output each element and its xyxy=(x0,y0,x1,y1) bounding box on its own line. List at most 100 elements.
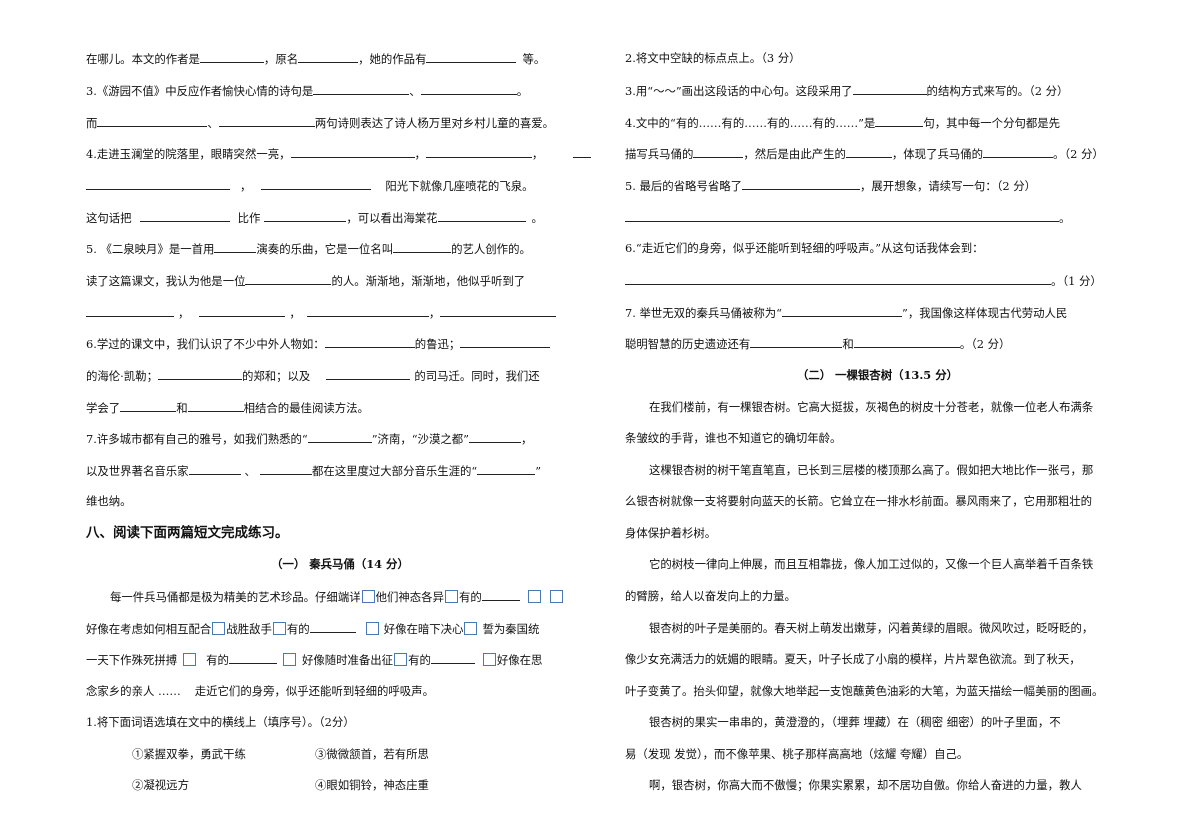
answer-blank[interactable] xyxy=(875,115,924,127)
punctuation-box[interactable] xyxy=(365,622,379,635)
text: 5. 《二泉映月》是一首用 xyxy=(86,242,215,256)
text: ， xyxy=(178,306,190,320)
answer-blank[interactable] xyxy=(214,241,257,253)
answer-blank[interactable] xyxy=(625,210,1059,222)
text-line: ，阳光下就像几座喷花的飞泉。 xyxy=(86,178,534,193)
answer-blank[interactable] xyxy=(86,178,230,190)
punctuation-box[interactable] xyxy=(464,622,478,635)
answer-blank[interactable] xyxy=(625,273,1051,285)
answer-blank[interactable] xyxy=(259,463,312,475)
text: 、 xyxy=(207,116,219,130)
text: 有的 xyxy=(408,653,431,667)
answer-blank[interactable] xyxy=(430,652,475,664)
answer-blank[interactable] xyxy=(86,305,174,317)
punctuation-box[interactable] xyxy=(549,590,563,603)
answer-blank[interactable] xyxy=(477,463,536,475)
text: 。（1 分） xyxy=(1051,274,1102,288)
answer-blank[interactable] xyxy=(264,210,347,222)
text: 一天下作殊死拼搏 xyxy=(86,653,178,667)
answer-blank[interactable] xyxy=(228,652,277,664)
text: ， xyxy=(289,306,301,320)
answer-blank[interactable] xyxy=(309,621,356,633)
text: 学会了 xyxy=(86,401,121,415)
answer-blank[interactable] xyxy=(460,336,551,348)
passage-line: 念家乡的亲人 ……走近它们的身旁，似乎还能听到轻细的呼吸声。 xyxy=(86,684,434,698)
answer-blank[interactable] xyxy=(298,51,359,63)
question-5: 5. 最后的省略号省略了，展开想象，请续写一句：（2 分） xyxy=(625,178,1036,193)
option-3: ③微微颔首，若有所思 xyxy=(315,747,429,761)
text: 和 xyxy=(842,337,854,351)
punctuation-box[interactable] xyxy=(272,622,286,635)
text-line: 这句话把比作，可以看出海棠花。 xyxy=(86,210,543,225)
punctuation-box[interactable] xyxy=(482,653,496,666)
answer-blank[interactable] xyxy=(324,336,415,348)
answer-blank[interactable] xyxy=(326,368,411,380)
answer-blank[interactable] xyxy=(468,431,521,443)
text-line: 读了这篇课文，我认为他是一位 的人。渐渐地，渐渐地，他似乎听到了 xyxy=(86,273,525,288)
answer-blank[interactable] xyxy=(187,400,244,412)
answer-blank[interactable] xyxy=(782,305,903,317)
passage-line: 条皱纹的手背，谁也不知道它的确切年龄。 xyxy=(625,431,842,445)
answer-blank[interactable] xyxy=(306,305,429,317)
answer-blank[interactable] xyxy=(261,178,372,190)
answer-blank[interactable] xyxy=(437,210,526,222)
text: 的海伦·凯勒； xyxy=(86,369,158,383)
passage-title: （一） 秦兵马俑（14 分） xyxy=(271,557,409,571)
text-line: 描写兵马俑的，然后是由此产生的，体现了兵马俑的。（2 分） xyxy=(625,146,1104,161)
answer-blank[interactable] xyxy=(393,241,452,253)
answer-blank[interactable] xyxy=(120,400,177,412)
text: 在哪儿。本文的作者是 xyxy=(86,52,200,66)
text: 演奏的乐曲，它是一位名叫 xyxy=(256,242,394,256)
text: 读了这篇课文，我认为他是一位 xyxy=(86,274,246,288)
answer-blank[interactable] xyxy=(157,368,242,380)
punctuation-box[interactable] xyxy=(394,653,408,666)
answer-blank[interactable] xyxy=(307,431,372,443)
text: 的艺人创作的。 xyxy=(451,242,531,256)
answer-blank[interactable] xyxy=(199,305,286,317)
punctuation-box[interactable] xyxy=(183,653,197,666)
answer-blank[interactable] xyxy=(425,146,532,158)
answer-blank[interactable] xyxy=(693,146,744,158)
text: ， xyxy=(428,306,441,320)
punctuation-box[interactable] xyxy=(282,653,296,666)
answer-blank[interactable] xyxy=(573,146,592,158)
answer-blank[interactable] xyxy=(852,83,927,95)
answer-blank[interactable] xyxy=(750,336,843,348)
punctuation-box[interactable] xyxy=(444,590,458,603)
answer-blank[interactable] xyxy=(742,178,861,190)
text: ， xyxy=(520,432,533,446)
passage-line: 在我们楼前，有一棵银杏树。它高大挺拔，灰褐色的树皮十分苍老，就像一位老人布满条 xyxy=(649,400,1094,414)
answer-blank[interactable] xyxy=(97,115,208,127)
text: ，然后是由此产生的 xyxy=(743,147,846,161)
passage-line: 么银杏树就像一支将要射向蓝天的长箭。它耸立在一排水杉前面。暴风雨来了，它用那粗壮… xyxy=(625,494,1093,508)
answer-blank[interactable] xyxy=(853,336,960,348)
passage-title: （二） 一棵银杏树（13.5 分） xyxy=(797,368,958,382)
punctuation-box[interactable] xyxy=(212,622,226,635)
text: 每一件兵马俑都是极为精美的艺术珍品。仔细端详 xyxy=(110,590,361,604)
question-4: 4.文中的“有的……有的……有的……有的……”是句，其中每一个分句都是先 xyxy=(625,115,1060,130)
answer-blank[interactable] xyxy=(420,83,517,95)
passage-line: 身体保护着杉树。 xyxy=(625,526,717,540)
answer-blank[interactable] xyxy=(983,146,1054,158)
answer-blank[interactable] xyxy=(245,273,332,285)
text-line: 。（1 分） xyxy=(625,273,1102,288)
text-line: 学会了和相结合的最佳阅读方法。 xyxy=(86,400,369,415)
answer-blank[interactable] xyxy=(845,146,892,158)
answer-blank[interactable] xyxy=(440,305,557,317)
answer-blank[interactable] xyxy=(290,146,415,158)
text: 的郑和；以及 xyxy=(241,369,311,383)
answer-blank[interactable] xyxy=(188,463,241,475)
text: 6.学过的课文中，我们认识了不少中外人物如： xyxy=(86,337,325,351)
answer-blank[interactable] xyxy=(139,210,230,222)
answer-blank[interactable] xyxy=(481,589,520,601)
punctuation-box[interactable] xyxy=(527,590,541,603)
text: 这句话把 xyxy=(86,211,132,225)
answer-blank[interactable] xyxy=(199,51,264,63)
answer-blank[interactable] xyxy=(313,83,410,95)
question-6: 6.学过的课文中，我们认识了不少中外人物如：的鲁迅； xyxy=(86,336,551,351)
punctuation-box[interactable] xyxy=(361,590,375,603)
answer-blank[interactable] xyxy=(218,115,315,127)
answer-blank[interactable] xyxy=(426,51,517,63)
text: 的人。渐渐地，渐渐地，他似乎听到了 xyxy=(331,274,526,288)
text: ， xyxy=(531,147,544,161)
